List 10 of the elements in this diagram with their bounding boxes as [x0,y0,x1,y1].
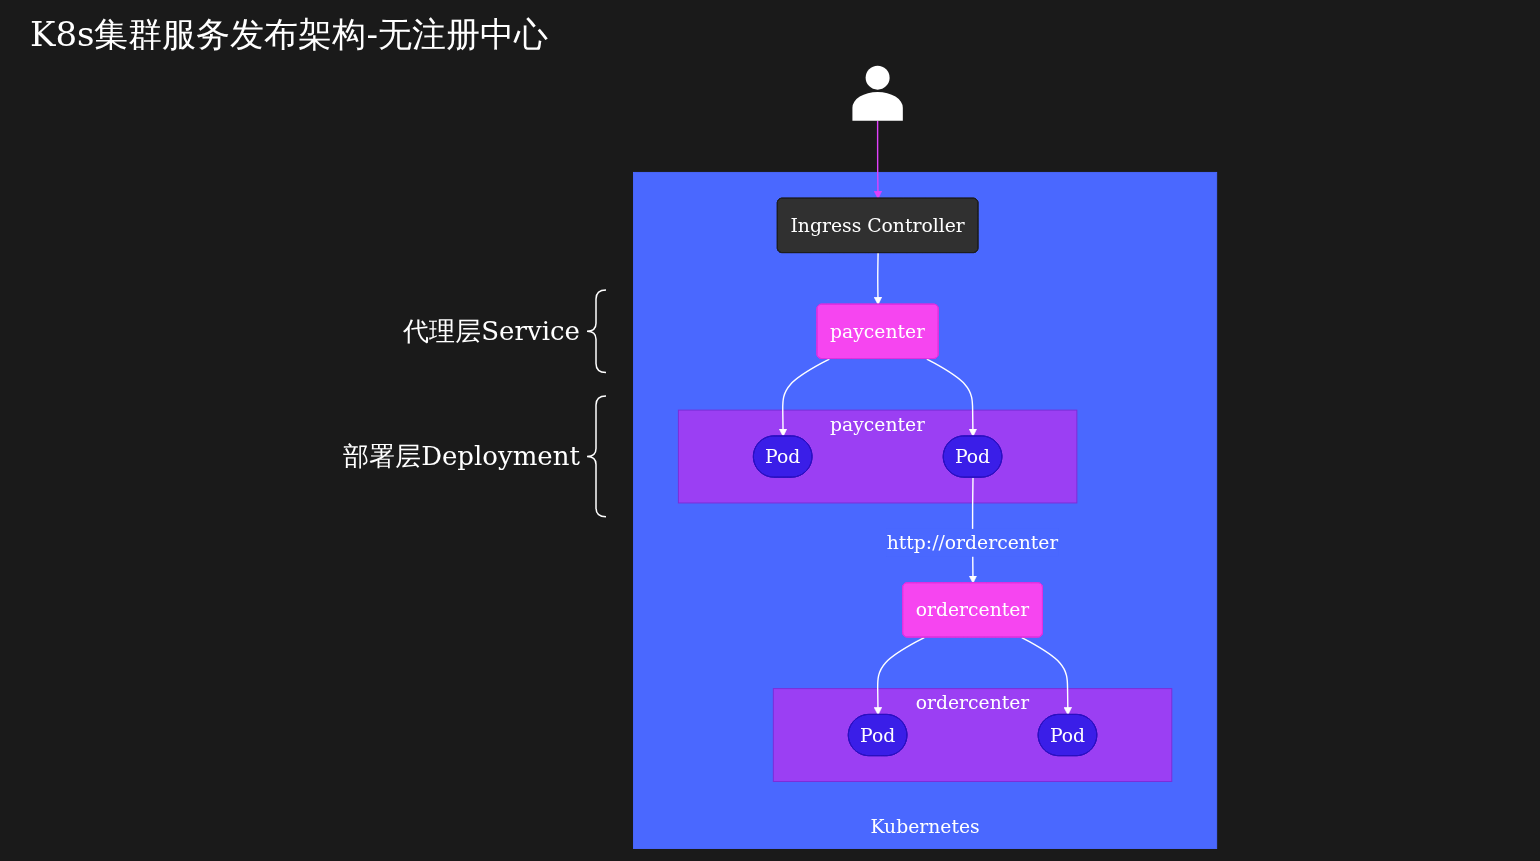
arrow [873,120,882,200]
arrow [1020,636,1072,716]
arrow [778,358,830,437]
edge-label: http://ordercenter [886,531,1059,555]
layer-label: 部署层Deployment [343,440,580,473]
arrow [873,252,882,305]
arrow [926,358,977,437]
layer-label: 代理层Service [403,315,580,347]
diagram-title: K8s集群服务发布架构-无注册中心 [30,13,548,56]
arrow [873,636,925,716]
